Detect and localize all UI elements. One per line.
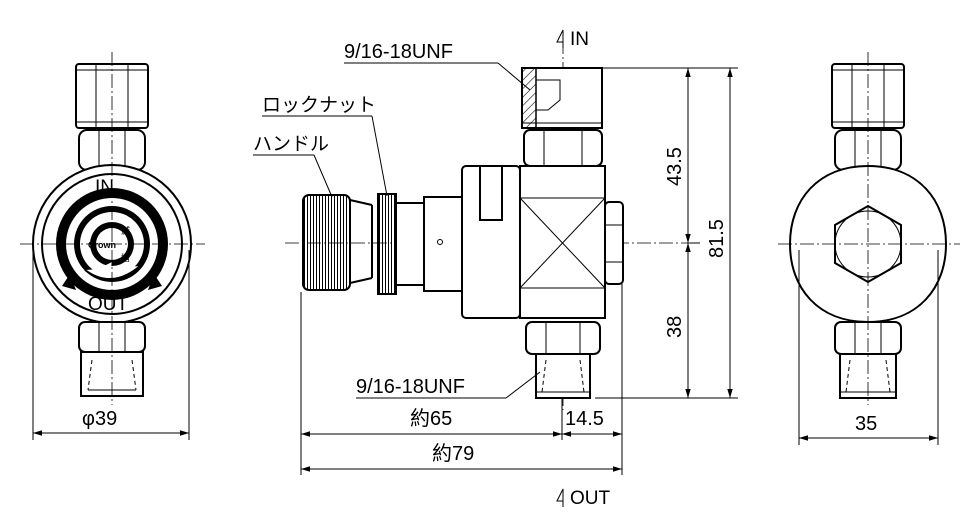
dim-35: 35 [855,413,877,435]
front-view: IN OUT Crown 減 増 φ39 [20,52,205,440]
rear-view: 35 [778,52,960,445]
dim-43-5: 43.5 [664,147,686,186]
front-in-label: IN [95,177,114,198]
thread-top-label: 9/16-18UNF [344,41,453,63]
port-in-label: IN [570,29,589,50]
dim-14-5: 14.5 [565,408,604,430]
handle-label: ハンドル [253,134,329,155]
dim-approx-65: 約65 [410,407,452,430]
front-out-label: OUT [88,294,129,315]
lock-nut-label: ロックナット [262,94,376,116]
brand-logo-text: Crown [88,240,116,250]
dim-approx-79: 約79 [432,442,474,465]
thread-bottom-label: 9/16-18UNF [356,376,465,398]
increase-mark: 増 [121,252,130,263]
dim-81-5: 81.5 [706,219,728,258]
port-out-label: OUT [570,488,611,509]
decrease-mark: 減 [121,225,130,236]
side-view: IN OUT 9/16-18UNF 9/16-18UNF ロックナット ハンドル… [253,29,738,509]
dim-38: 38 [664,316,686,338]
dim-diameter-39: φ39 [82,408,117,430]
